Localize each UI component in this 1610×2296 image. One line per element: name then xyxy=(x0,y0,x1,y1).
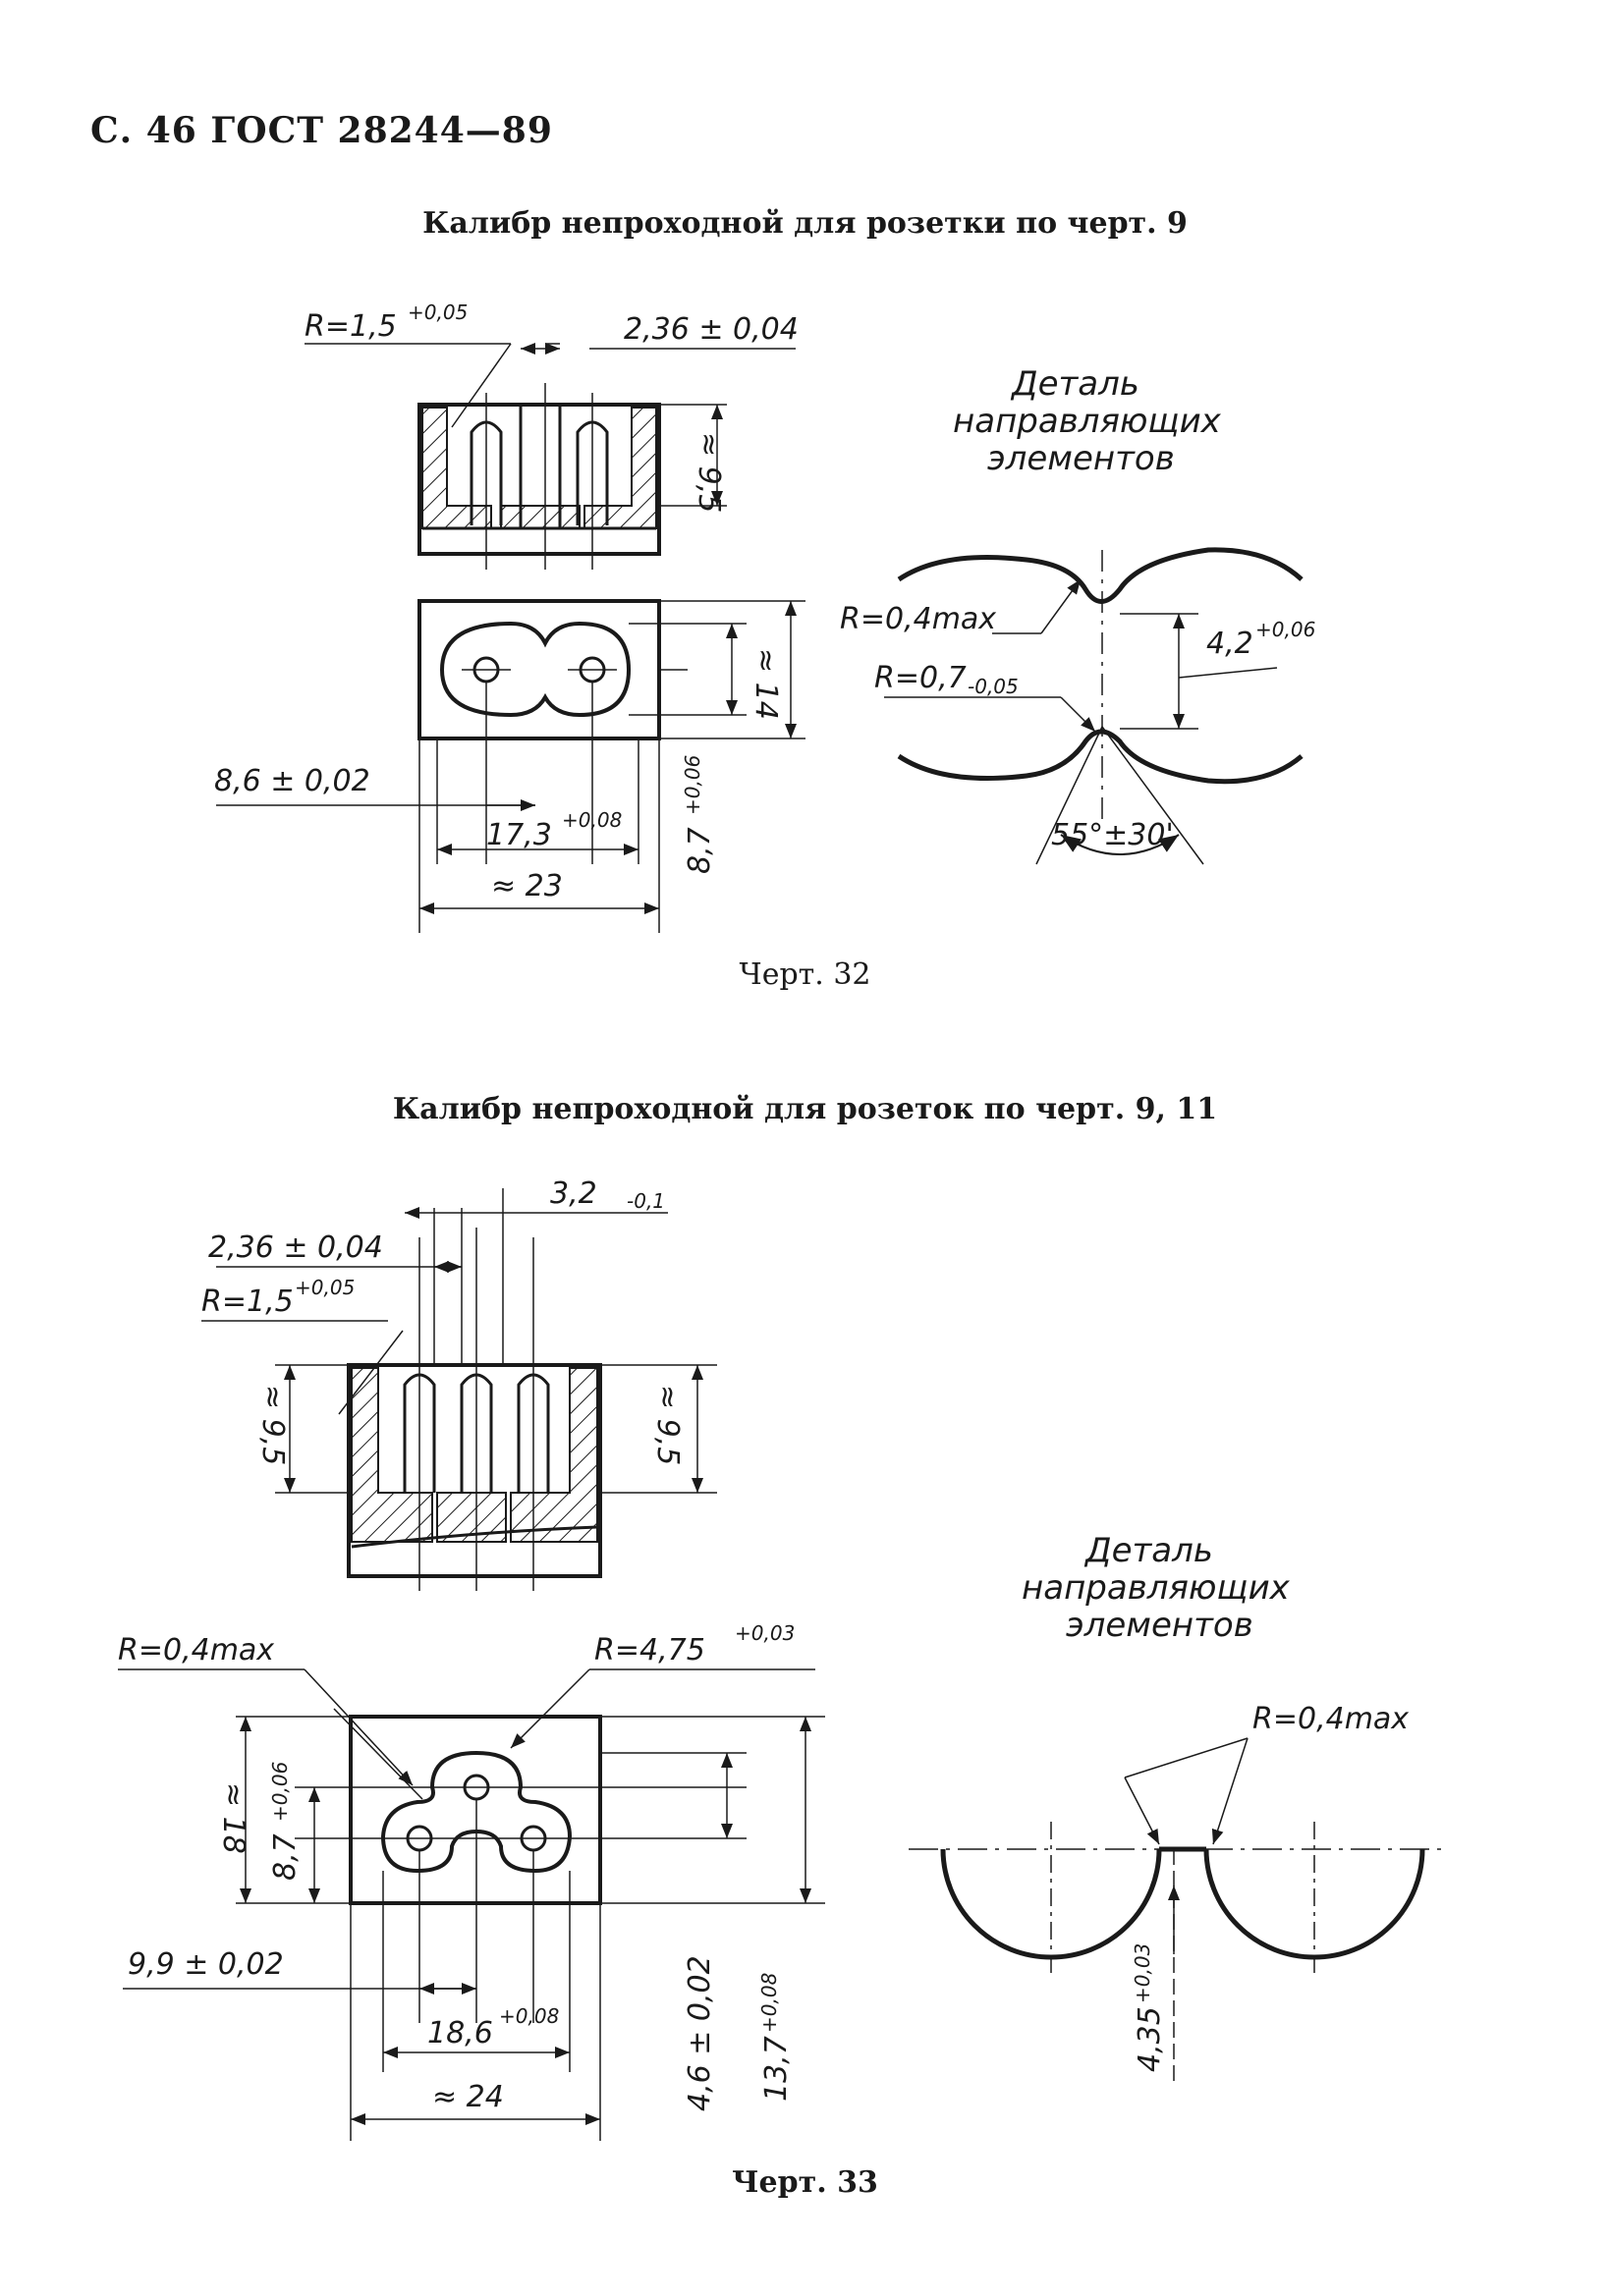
fig32-detail-label-2: направляющих xyxy=(953,402,1222,441)
fig32-slot-width: 2,36 ± 0,04 xyxy=(624,312,799,347)
fig33-slot-width: 2,36 ± 0,04 xyxy=(208,1230,383,1265)
fig33-spacing-186: 18,6 xyxy=(427,2016,493,2050)
fig32-width-23: ≈ 23 xyxy=(491,869,563,903)
fig33-slot-32: 3,2 xyxy=(550,1176,597,1211)
fig33-slot-32-tol: -0,1 xyxy=(627,1189,665,1213)
fig33-detail-label-2: направляющих xyxy=(1022,1568,1291,1608)
fig32-spacing-173: 17,3 xyxy=(486,818,552,852)
fig33-radius-top: R=1,5 xyxy=(201,1285,294,1319)
fig33-title: Калибр непроходной для розеток по черт. … xyxy=(392,1092,1218,1126)
page-header: С. 46 ГОСТ 28244—89 xyxy=(90,110,553,151)
fig32-height-14: ≈ 14 xyxy=(749,648,783,720)
fig32-detail-profile xyxy=(884,547,1304,865)
fig33-rmax: R=0,4max xyxy=(118,1633,274,1667)
fig32-radius-top-tol: +0,05 xyxy=(408,301,468,324)
fig33-detail-rmax: R=0,4max xyxy=(1252,1702,1409,1736)
fig33-detail-depth-tol: +0,03 xyxy=(1131,1943,1154,2003)
fig33-height-137: 13,7 xyxy=(759,2036,794,2102)
fig32-detail-r07: R=0,7 xyxy=(874,661,967,695)
fig32-detail-gap-tol: +0,06 xyxy=(1255,618,1315,641)
fig32-detail-r07-tol: -0,05 xyxy=(968,675,1019,698)
fig32-detail-rmax: R=0,4max xyxy=(840,602,996,636)
fig33-plan-view xyxy=(118,1668,825,2141)
fig33-r475-tol: +0,03 xyxy=(735,1621,795,1645)
fig32-caption: Черт. 32 xyxy=(739,957,871,992)
fig33-height-95-right: ≈ 9,5 xyxy=(650,1385,685,1465)
fig33-r475: R=4,75 xyxy=(594,1633,705,1667)
fig33-detail-profile xyxy=(909,1737,1444,2082)
fig32-section-view xyxy=(305,343,796,570)
fig32-height-87-tol: +0,06 xyxy=(681,755,704,815)
fig33-height-87-tol: +0,06 xyxy=(268,1762,292,1822)
fig32-detail-label-1: Деталь xyxy=(1010,364,1139,404)
fig32-height-95: ≈ 9,5 xyxy=(692,432,726,513)
fig33-detail-label-1: Деталь xyxy=(1083,1531,1213,1570)
fig33-spacing-186-tol: +0,08 xyxy=(499,2004,559,2028)
fig32-title: Калибр непроходной для розетки по черт. … xyxy=(422,206,1188,241)
fig33-section-view xyxy=(201,1188,717,1591)
fig33-radius-top-tol: +0,05 xyxy=(295,1276,355,1299)
fig33-offset-99: 9,9 ± 0,02 xyxy=(128,1947,284,1982)
fig33-width-24: ≈ 24 xyxy=(432,2080,504,2114)
fig33-detail-depth: 4,35 xyxy=(1133,2006,1167,2072)
fig33-height-95-left: ≈ 9,5 xyxy=(255,1385,290,1465)
fig32-detail-gap: 4,2 xyxy=(1206,627,1253,661)
fig33-detail-label-3: элементов xyxy=(1066,1606,1253,1645)
fig33-height-18: ≈ 18 xyxy=(216,1782,250,1854)
fig32-plan-view xyxy=(216,599,805,933)
fig32-spacing-173-tol: +0,08 xyxy=(562,808,622,832)
fig33-height-87: 8,7 xyxy=(268,1833,303,1881)
fig33-height-46: 4,6 ± 0,02 xyxy=(683,1955,717,2111)
fig32-height-87: 8,7 xyxy=(683,827,717,874)
fig33-height-137-tol: +0,08 xyxy=(757,1973,781,2033)
fig32-radius-top: R=1,5 xyxy=(305,309,397,344)
fig32-offset-86: 8,6 ± 0,02 xyxy=(214,764,370,798)
fig32-detail-angle: 55°±30' xyxy=(1051,818,1174,852)
fig32-detail-label-3: элементов xyxy=(987,439,1175,478)
fig33-caption: Черт. 33 xyxy=(732,2165,878,2200)
